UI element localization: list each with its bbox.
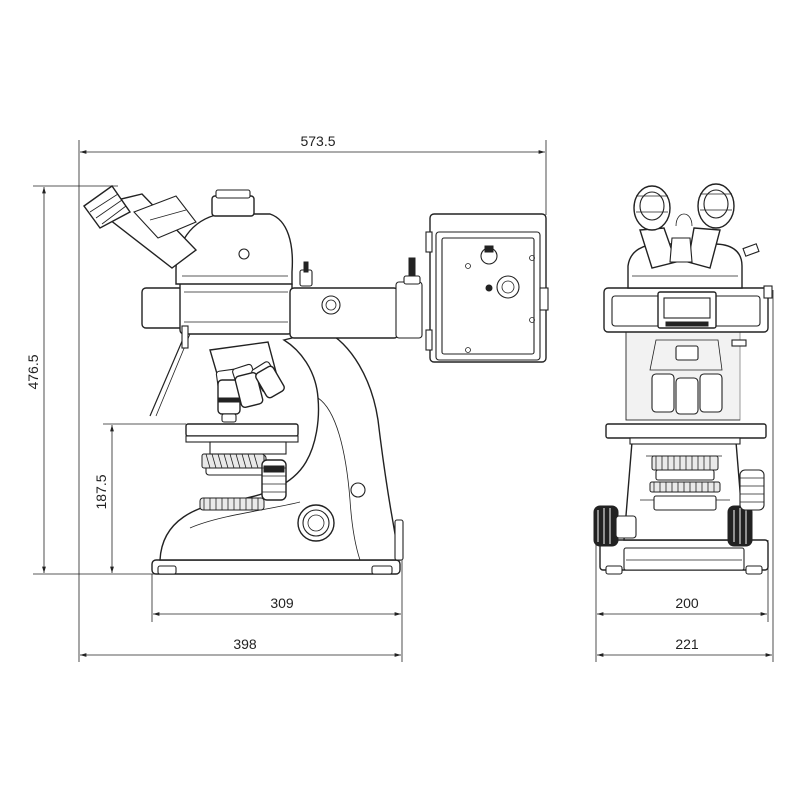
fluorescence-head (141, 257, 423, 349)
coarse-focus-knob (261, 459, 287, 501)
dimension-stage-height: 187.5 (93, 423, 186, 573)
dim-label-front-total-width: 221 (675, 636, 699, 652)
eyepiece-tube (83, 185, 198, 269)
reflector-shield (149, 331, 187, 417)
dimension-total-height: 476.5 (25, 185, 160, 575)
dimension-front-base-width: 200 (595, 540, 769, 662)
dim-label-total-height: 476.5 (25, 354, 41, 389)
front-condenser (649, 455, 721, 511)
condenser-ring (201, 453, 265, 469)
trinocular-head (175, 189, 294, 285)
front-objectives (649, 339, 723, 415)
lower-focus-ring (199, 497, 265, 511)
dim-label-front-base-width: 200 (675, 595, 699, 611)
front-stage (605, 423, 767, 445)
dim-label-base-depth: 309 (270, 595, 294, 611)
stage (185, 423, 299, 455)
dimension-overall-width: 573.5 (78, 133, 547, 215)
dimension-base-depth: 309 (151, 548, 403, 662)
dim-label-overall-width: 573.5 (300, 133, 335, 149)
dimension-front-total-width: 221 (597, 290, 774, 662)
front-housing (603, 285, 773, 347)
microscope-front-view (593, 183, 773, 575)
front-eyepieces (633, 183, 735, 269)
front-coarse-knob-right (727, 469, 765, 547)
front-coarse-knob-left (593, 505, 637, 547)
arm-knob (350, 482, 366, 498)
dim-label-stage-height: 187.5 (93, 474, 109, 509)
objective-lenses (217, 365, 285, 423)
dim-label-side-depth: 398 (233, 636, 257, 652)
lamp-house (425, 213, 549, 363)
microscope-side-view (83, 185, 549, 575)
base-foot (151, 559, 401, 575)
dimension-side-depth: 398 (78, 196, 401, 662)
